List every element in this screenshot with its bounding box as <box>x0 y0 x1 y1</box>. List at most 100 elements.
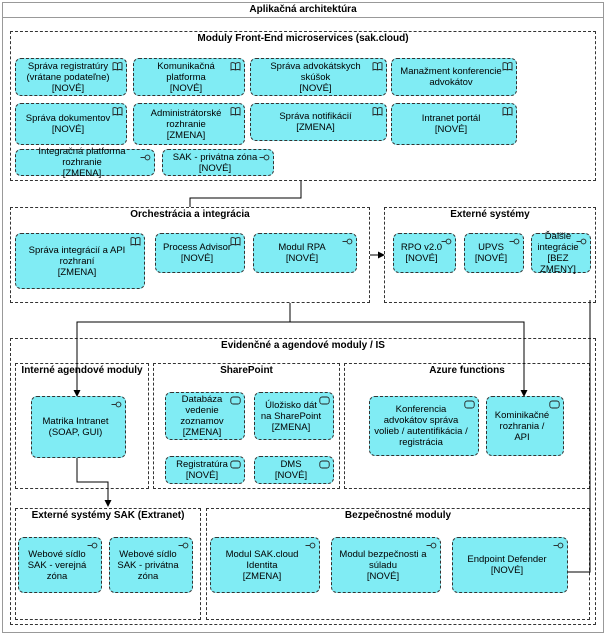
module-name: RPO v2.0 <box>400 242 443 253</box>
book-icon <box>112 107 123 116</box>
module-box[interactable]: Webové sídlo SAK - privátna zóna <box>109 537 193 593</box>
module-box[interactable]: Endpoint Defender[NOVÉ] <box>452 537 568 593</box>
module-name: Integračná platforma rozhranie <box>38 146 126 168</box>
interface-icon <box>553 542 564 549</box>
module-status-tag: [NOVÉ] <box>169 82 203 94</box>
module-name: Databáza vedenie zoznamov <box>180 394 224 427</box>
group-title: Evidenčné a agendové moduly / IS <box>221 340 385 351</box>
module-status-tag: [ZMENA] <box>57 266 97 278</box>
interface-icon <box>509 238 520 245</box>
module-box[interactable]: RPO v2.0[NOVÉ] <box>393 233 456 273</box>
module-box[interactable]: Správa integrácií a API rozhraní[ZMENA] <box>15 233 145 289</box>
module-status-tag: [ZMENA] <box>242 570 282 582</box>
module-name: Konferencia advokátov správa volieb / au… <box>374 404 468 448</box>
book-icon <box>230 237 241 246</box>
module-status-tag: [BEZ ZMENY] <box>540 253 576 275</box>
module-name: Webové sídlo SAK - privátna zóna <box>117 548 179 582</box>
module-box[interactable]: UPVS[NOVÉ] <box>464 233 524 273</box>
interface-icon <box>178 542 189 549</box>
module-box[interactable]: Konferencia advokátov správa volieb / au… <box>369 396 479 456</box>
book-icon <box>372 107 383 116</box>
module-box[interactable]: Modul SAK.cloud Identita[ZMENA] <box>210 537 320 593</box>
group-title: Externé systémy <box>450 209 530 220</box>
module-box[interactable]: Správa advokátskych skúšok[NOVÉ] <box>250 58 387 96</box>
module-box[interactable]: Matrika Intranet (SOAP, GUI) <box>31 396 126 458</box>
module-status-tag: [ZMENA] <box>166 129 206 141</box>
book-icon <box>130 237 141 246</box>
module-box[interactable]: Úložisko dát na SharePoint[ZMENA] <box>254 392 334 440</box>
interface-icon <box>87 542 98 549</box>
module-box[interactable]: Ďalšie integrácie[BEZ ZMENY] <box>531 231 591 275</box>
module-status-tag: [NOVÉ] <box>299 82 332 94</box>
module-box[interactable]: DMS[NOVÉ] <box>254 456 334 484</box>
title-bar: Aplikačná architektúra <box>2 2 604 18</box>
module-status-tag: [NOVÉ] <box>366 570 400 582</box>
module-box[interactable]: Správa notifikácií[ZMENA] <box>250 103 387 141</box>
module-name: UPVS <box>478 242 504 253</box>
module-status-tag: [NOVÉ] <box>185 470 219 481</box>
module-box[interactable]: Komunikačná platforma[NOVÉ] <box>133 58 245 96</box>
database-icon <box>464 400 475 409</box>
module-box[interactable]: Administrátorské rozhranie[ZMENA] <box>133 103 245 145</box>
interface-icon <box>342 238 353 245</box>
module-status-tag: [NOVÉ] <box>434 124 468 135</box>
book-icon <box>372 62 383 71</box>
module-box[interactable]: Manažment konferencie advokátov <box>391 58 517 96</box>
module-name: Administrátorské rozhranie <box>150 107 222 130</box>
module-box[interactable]: SAK - privátna zóna[NOVÉ] <box>162 149 274 176</box>
interface-icon <box>111 401 122 408</box>
module-name: Matrika Intranet (SOAP, GUI) <box>42 416 109 438</box>
module-name: Webové sídlo SAK - verejná zóna <box>27 548 87 582</box>
module-box[interactable]: Process Advisor[NOVÉ] <box>155 233 245 273</box>
module-status-tag: [NOVÉ] <box>198 162 232 174</box>
module-name: Kominikačné rozhrania / API <box>494 409 550 443</box>
interface-icon <box>140 154 151 161</box>
module-box[interactable]: Webové sídlo SAK - verejná zóna <box>18 537 102 593</box>
module-name: Endpoint Defender <box>467 554 547 565</box>
book-icon <box>112 62 123 71</box>
module-name: Správa advokátskych skúšok <box>270 60 361 83</box>
module-status-tag: [ZMENA] <box>271 421 311 433</box>
database-icon <box>319 396 330 405</box>
interface-icon <box>576 238 587 245</box>
module-box[interactable]: Správa dokumentov[NOVÉ] <box>15 103 127 145</box>
module-box[interactable]: Registratúra[NOVÉ] <box>165 456 245 484</box>
module-status-tag: [ZMENA] <box>62 168 102 179</box>
module-name: SAK - privátna zóna <box>172 151 258 163</box>
module-status-tag: [ZMENA] <box>296 122 335 133</box>
module-box[interactable]: Intranet portál[NOVÉ] <box>391 103 517 145</box>
module-name: Správa notifikácií <box>279 111 352 122</box>
interface-icon <box>441 238 452 245</box>
module-name: DMS <box>280 459 302 470</box>
database-icon <box>549 400 560 409</box>
group-title: Orchestrácia a integrácia <box>130 209 250 220</box>
group-title: Bezpečnostné moduly <box>344 510 452 521</box>
group-orchestration: Orchestrácia a integrácia <box>10 207 370 303</box>
module-name: Registratúra <box>176 459 228 470</box>
module-box[interactable]: Správa registratúry (vrátane podateľne)[… <box>15 58 127 96</box>
module-box[interactable]: Databáza vedenie zoznamov[ZMENA] <box>165 392 245 440</box>
module-status-tag: [NOVÉ] <box>474 253 508 264</box>
module-name: Úložisko dát na SharePoint <box>260 399 322 422</box>
book-icon <box>502 107 513 116</box>
module-name: Manažment konferencie advokátov <box>400 66 502 88</box>
book-icon <box>230 107 241 116</box>
module-status-tag: [NOVÉ] <box>51 82 85 94</box>
module-status-tag: [NOVÉ] <box>405 253 438 264</box>
database-icon <box>230 460 241 469</box>
group-frontend: Moduly Front-End microservices (sak.clou… <box>10 31 596 181</box>
module-name: Intranet portál <box>421 113 481 124</box>
module-box[interactable]: Modul RPA[NOVÉ] <box>253 233 357 273</box>
database-icon <box>319 460 330 469</box>
group-title: Interné agendové moduly <box>21 365 143 376</box>
module-box[interactable]: Modul bezpečnosti a súladu[NOVÉ] <box>331 537 441 593</box>
group-title: Moduly Front-End microservices (sak.clou… <box>197 33 409 44</box>
module-name: Správa integrácií a API rozhraní <box>28 244 126 267</box>
module-name: Modul RPA <box>278 242 326 253</box>
module-box[interactable]: Integračná platforma rozhranie[ZMENA] <box>15 146 155 179</box>
module-name: Správa dokumentov <box>25 113 111 124</box>
module-status-tag: [NOVÉ] <box>490 565 524 576</box>
module-box[interactable]: Kominikačné rozhrania / API <box>486 396 564 456</box>
group-extranet: Externé systémy SAK (Extranet) <box>15 508 201 620</box>
module-name: Ďalšie integrácie <box>537 231 579 253</box>
